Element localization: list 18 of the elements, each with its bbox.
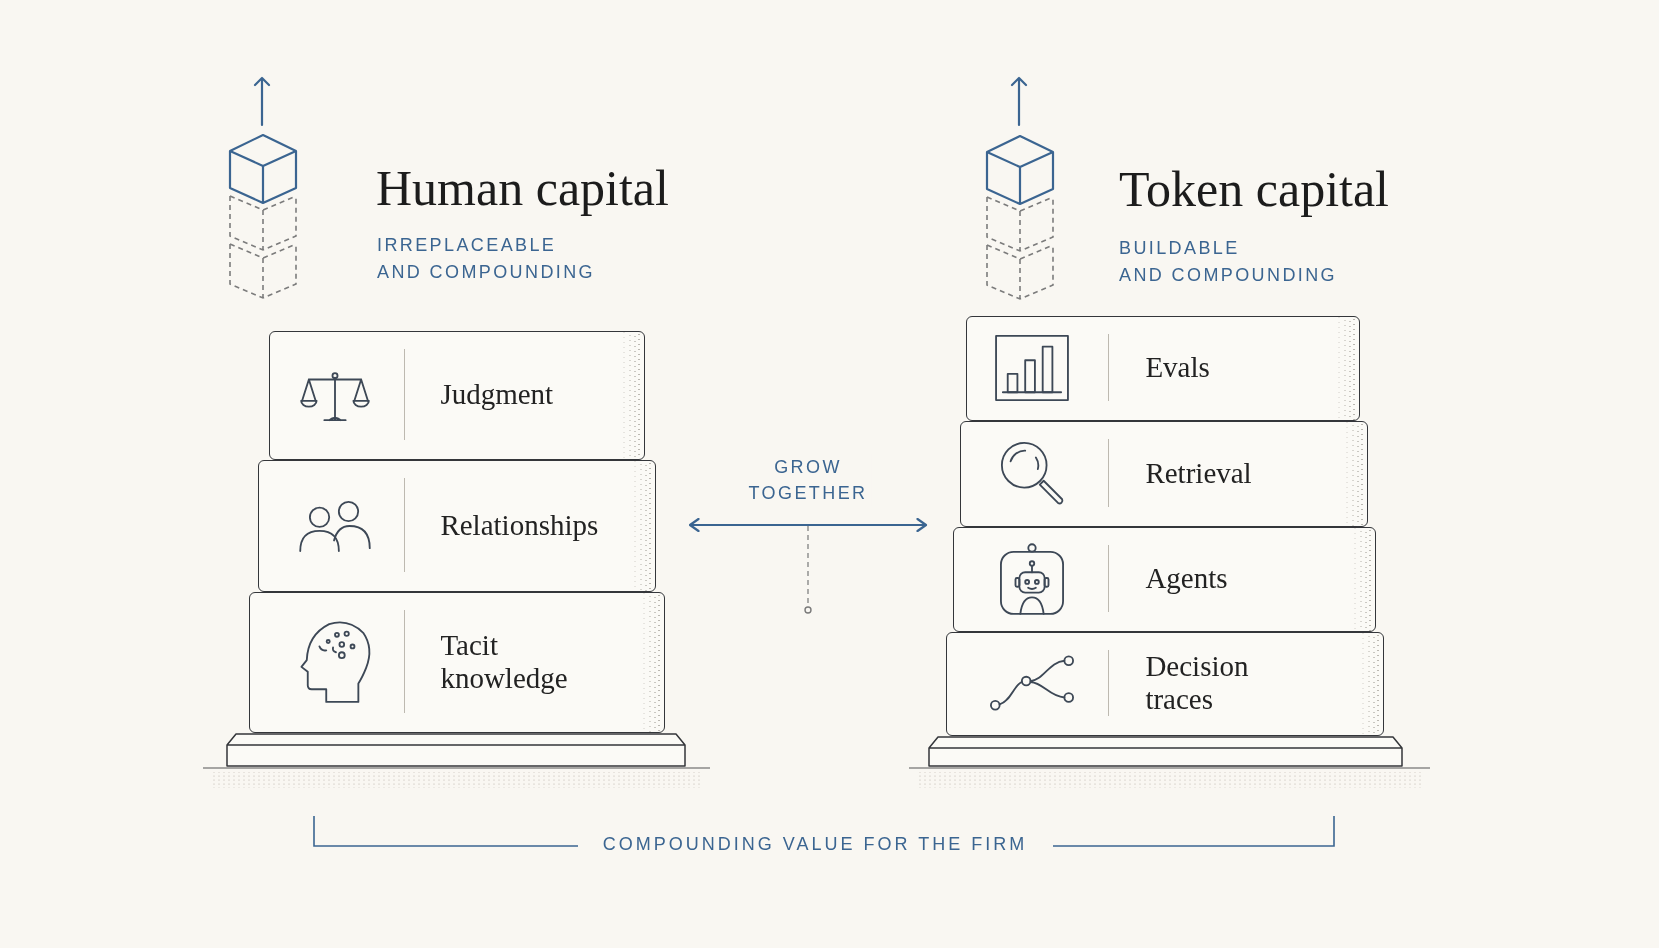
- stack-subtitle: IRREPLACEABLE AND COMPOUNDING: [377, 234, 595, 284]
- block-label: Relationships: [440, 508, 599, 542]
- stack-subtitle: BUILDABLE AND COMPOUNDING: [1119, 237, 1337, 287]
- stack-block: [953, 527, 1376, 632]
- block-label: Decision traces: [1145, 650, 1249, 717]
- block-label: Judgment: [440, 378, 554, 412]
- block-stack: [926, 74, 1406, 768]
- stack-block: [946, 632, 1384, 736]
- stack-block: [258, 460, 656, 592]
- block-label: Retrieval: [1145, 456, 1252, 490]
- block-label: Agents: [1145, 562, 1228, 596]
- stack-block: [966, 316, 1360, 421]
- stack-block: [269, 331, 645, 460]
- stack-block: [249, 592, 665, 733]
- double-arrow: [688, 517, 928, 533]
- block-label: Evals: [1145, 351, 1210, 385]
- block-label: Tacit knowledge: [440, 628, 568, 695]
- stack-block: [960, 421, 1368, 527]
